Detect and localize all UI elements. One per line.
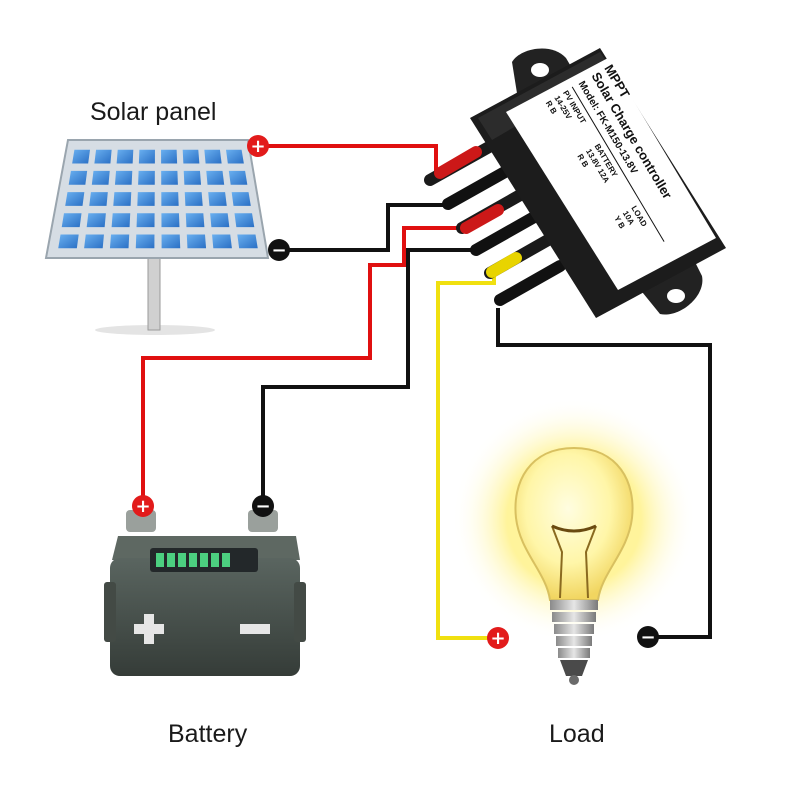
load-caption: Load (549, 720, 605, 748)
solar-cell (210, 213, 230, 228)
solar-cell (228, 170, 248, 185)
solar-cell (109, 234, 130, 249)
solar-cell (137, 192, 155, 206)
battery-indicator-segment (189, 553, 197, 567)
battery-plus-symbol: + (135, 496, 150, 517)
solar-cell (138, 170, 155, 185)
solar-cell (58, 234, 79, 249)
solar-cell (68, 170, 88, 185)
solar-cell (161, 234, 181, 249)
load-negative-wire (496, 308, 712, 639)
pv-plus-symbol: + (250, 136, 265, 157)
solar-cell (234, 213, 255, 228)
battery-indicator-segment (211, 553, 219, 567)
solar-cell (185, 213, 205, 228)
plus-terminal-icon: + (132, 495, 154, 517)
solar-cell (113, 192, 132, 206)
solar-cell (91, 170, 110, 185)
battery-positive-wire (141, 226, 466, 500)
solar-cell (114, 170, 133, 185)
pv-positive-wire (264, 144, 438, 178)
solar-cell (182, 149, 200, 164)
solar-cell (208, 192, 227, 206)
wiring (141, 144, 712, 640)
plus-terminal-icon: + (487, 627, 509, 649)
solar-cell (161, 170, 178, 185)
minus-terminal-icon: − (637, 626, 659, 648)
load-minus-symbol: − (640, 627, 655, 648)
solar-cell (94, 149, 112, 164)
solar-cell (161, 149, 178, 164)
solar-cell (237, 234, 258, 249)
solar-cell (61, 213, 82, 228)
solar-cell (116, 149, 134, 164)
solar-cell (161, 192, 179, 206)
battery-icon (104, 510, 306, 676)
solar-cell (72, 149, 90, 164)
solar-cell (89, 192, 108, 206)
battery-negative-wire (261, 248, 480, 500)
battery-label: Battery (168, 720, 248, 748)
battery-indicator-segment (200, 553, 208, 567)
solar-cell (111, 213, 131, 228)
solar-cell (136, 213, 155, 228)
solar-cell (186, 234, 207, 249)
light-bulb-icon (452, 398, 696, 685)
solar-cell (84, 234, 104, 249)
solar-cell (231, 192, 251, 206)
solar-panel-icon (44, 139, 270, 335)
solar-cell (184, 192, 203, 206)
minus-terminal-icon: − (268, 239, 290, 261)
solar-cell (204, 149, 222, 164)
solar-cell (161, 213, 180, 228)
battery-indicator-segment (222, 553, 230, 567)
solar-cell (86, 213, 106, 228)
battery-indicator-segment (156, 553, 164, 567)
load-plus-symbol: + (490, 628, 505, 649)
solar-cell (138, 149, 155, 164)
minus-terminal-icon: − (252, 495, 274, 517)
solar-cell (226, 149, 244, 164)
solar-cell (206, 170, 225, 185)
solar-cell (183, 170, 202, 185)
pv-negative-wire (284, 203, 450, 252)
solar-cell (65, 192, 85, 206)
pv-minus-symbol: − (271, 240, 286, 261)
battery-indicator-segment (167, 553, 175, 567)
solar-panel-label: Solar panel (90, 98, 217, 126)
charge-controller-icon: MPPT Solar Charge controller Model: FK-M… (424, 48, 726, 318)
battery-minus-symbol: − (255, 496, 270, 517)
plus-terminal-icon: + (247, 135, 269, 157)
solar-cell (135, 234, 155, 249)
battery-indicator-segment (178, 553, 186, 567)
solar-cell (212, 234, 232, 249)
load-positive-wire (436, 273, 496, 640)
